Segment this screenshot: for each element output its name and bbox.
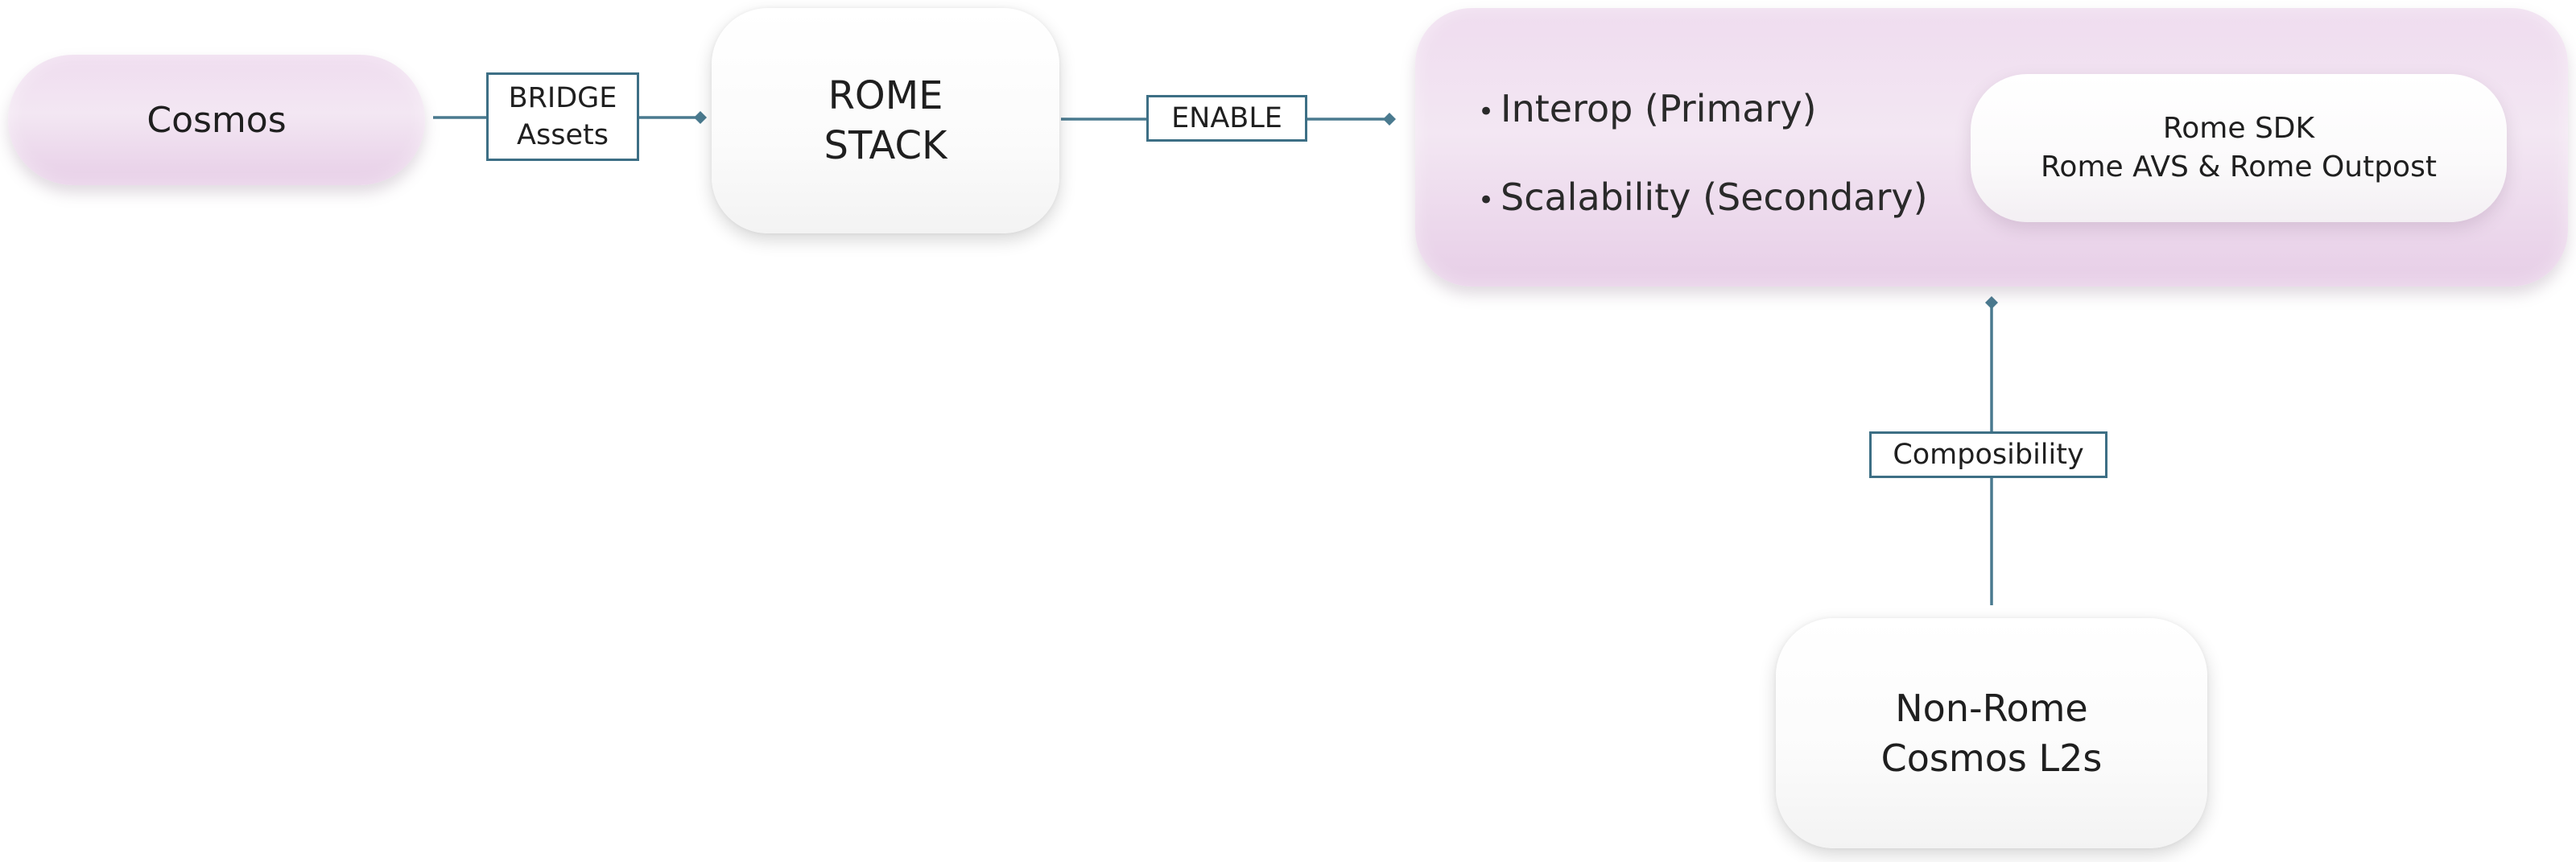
bullet-item-scalability-text: Scalability (Secondary)	[1501, 175, 1928, 219]
edge-label-enable-text: ENABLE	[1171, 102, 1282, 134]
node-rome-sdk-line2: Rome AVS & Rome Outpost	[2041, 151, 2437, 184]
arrowhead-rome	[694, 111, 707, 124]
node-rome-sdk: Rome SDK Rome AVS & Rome Outpost	[1971, 74, 2507, 222]
node-cosmos-label: Cosmos	[147, 99, 287, 141]
node-cosmos: Cosmos	[8, 55, 425, 185]
node-rome-stack-line2: STACK	[824, 123, 947, 168]
bullet-item-interop-text: Interop (Primary)	[1501, 87, 1817, 130]
node-non-rome-cosmos-l2s: Non-Rome Cosmos L2s	[1776, 618, 2207, 848]
node-rome-stack: ROME STACK	[712, 8, 1059, 233]
node-non-rome-line1: Non-Rome	[1895, 687, 2088, 730]
node-non-rome-line2: Cosmos L2s	[1880, 736, 2103, 780]
bullet-item-scalability: •Scalability (Secondary)	[1472, 175, 1928, 219]
edge-label-enable: ENABLE	[1146, 95, 1307, 142]
node-rome-sdk-line1: Rome SDK	[2162, 112, 2315, 145]
node-interop-scalability: •Interop (Primary) •Scalability (Seconda…	[1415, 8, 2568, 287]
edge-label-bridge-assets: BRIDGE Assets	[486, 72, 639, 161]
bullet-dot: •	[1477, 184, 1495, 217]
arrowhead-target-left	[1383, 113, 1396, 126]
bullet-dot: •	[1477, 95, 1495, 128]
node-rome-stack-line1: ROME	[828, 73, 943, 118]
edge-label-bridge-line2: Assets	[517, 119, 609, 151]
arrowhead-target-bottom	[1985, 296, 1998, 309]
edge-label-composibility-text: Composibility	[1893, 439, 2084, 471]
edge-label-composibility: Composibility	[1869, 431, 2107, 478]
edge-label-bridge-line1: BRIDGE	[508, 82, 617, 114]
bullet-item-interop: •Interop (Primary)	[1472, 87, 1817, 130]
